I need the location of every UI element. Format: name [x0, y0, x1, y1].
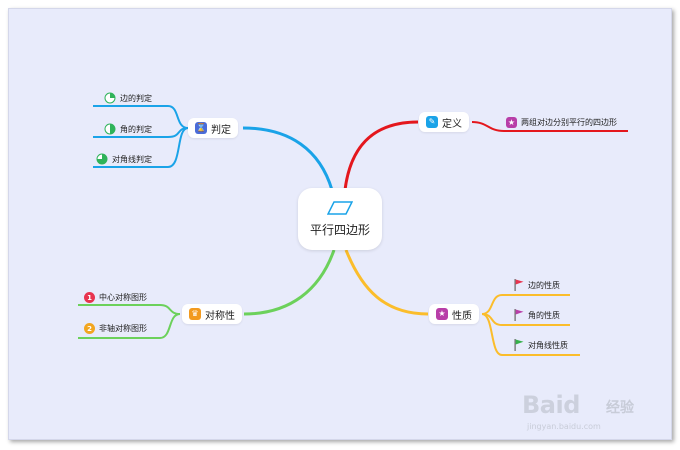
leaf-definition-1-label: 两组对边分别平行的四边形 — [521, 118, 617, 127]
topic-symmetry-label: 对称性 — [205, 310, 235, 322]
leaf-property-3[interactable]: 对角线性质 — [514, 339, 568, 351]
pie-quarter-icon — [104, 92, 116, 104]
number-marker: 2 — [84, 323, 95, 334]
connector-definition-leaf — [471, 121, 628, 132]
star-badge-icon: ★ — [506, 117, 517, 128]
connector-definition — [343, 120, 419, 191]
leaf-symmetry-1-label: 中心对称图形 — [99, 293, 147, 302]
leaf-judgement-1-label: 边的判定 — [120, 93, 152, 103]
connector-property-leaf-3 — [481, 313, 580, 356]
pie-half-icon — [104, 123, 116, 135]
leaf-definition-1[interactable]: ★ 两组对边分别平行的四边形 — [506, 117, 617, 128]
flag-icon — [514, 279, 524, 291]
connector-judgement — [242, 126, 334, 191]
leaf-property-2[interactable]: 角的性质 — [514, 309, 560, 321]
watermark-url: jingyan.baidu.com — [527, 422, 601, 431]
hourglass-icon: ⌛ — [195, 122, 207, 134]
connector-symmetry-leaf-2 — [78, 313, 181, 339]
connector-symmetry-leaf-1 — [78, 304, 181, 315]
leaf-judgement-2-label: 角的判定 — [120, 124, 152, 134]
topic-symmetry[interactable]: ♛ 对称性 — [182, 304, 242, 324]
number-marker: 1 — [84, 292, 95, 303]
parallelogram-icon — [327, 200, 353, 215]
leaf-judgement-2[interactable]: 角的判定 — [104, 123, 152, 135]
leaf-property-1-label: 边的性质 — [528, 280, 560, 290]
pencil-icon: ✎ — [426, 116, 438, 128]
leaf-judgement-3[interactable]: 对角线判定 — [96, 153, 152, 165]
topic-property[interactable]: ★ 性质 — [429, 304, 479, 324]
leaf-property-2-label: 角的性质 — [528, 310, 560, 320]
connector-symmetry — [243, 249, 336, 316]
central-topic-label: 平行四边形 — [309, 222, 370, 237]
star-badge-icon: ★ — [436, 308, 448, 320]
connector-judgement-leaf-1 — [93, 105, 189, 129]
topic-judgement-label: 判定 — [211, 124, 231, 136]
leaf-symmetry-2[interactable]: 2 非轴对称图形 — [84, 323, 147, 334]
leaf-property-3-label: 对角线性质 — [528, 340, 568, 350]
central-topic[interactable]: 平行四边形 — [298, 188, 382, 250]
crown-icon: ♛ — [189, 308, 201, 320]
leaf-symmetry-2-label: 非轴对称图形 — [99, 324, 147, 333]
connector-property — [344, 249, 429, 316]
connector-judgement-leaf-3 — [93, 127, 189, 168]
pie-three-quarter-icon — [96, 153, 108, 165]
topic-definition[interactable]: ✎ 定义 — [419, 112, 469, 132]
flag-icon — [514, 339, 524, 351]
watermark-logo: Baid — [522, 391, 580, 419]
flag-icon — [514, 309, 524, 321]
watermark-logo-suffix: 经验 — [606, 400, 634, 416]
topic-judgement[interactable]: ⌛ 判定 — [188, 118, 238, 138]
leaf-symmetry-1[interactable]: 1 中心对称图形 — [84, 292, 147, 303]
leaf-judgement-3-label: 对角线判定 — [112, 154, 152, 164]
topic-property-label: 性质 — [452, 310, 472, 322]
topic-definition-label: 定义 — [442, 118, 462, 130]
leaf-property-1[interactable]: 边的性质 — [514, 279, 560, 291]
leaf-judgement-1[interactable]: 边的判定 — [104, 92, 152, 104]
